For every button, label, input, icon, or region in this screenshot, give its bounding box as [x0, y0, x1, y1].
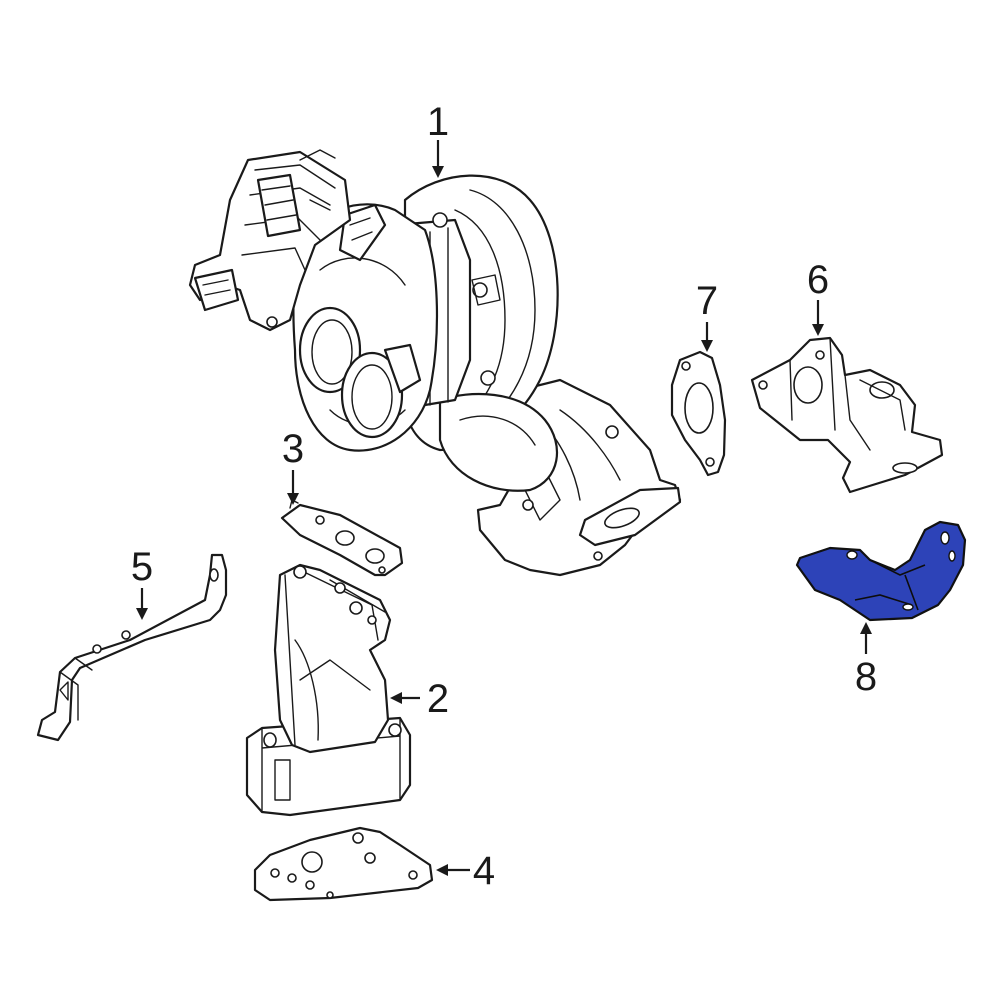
callout-8: 8 [855, 655, 877, 699]
callout-labels: 1 2 3 4 5 6 7 8 [131, 100, 877, 893]
callout-7: 7 [696, 279, 718, 323]
callout-3: 3 [282, 427, 304, 471]
callout-4: 4 [473, 849, 495, 893]
part-6-exhaust-elbow[interactable] [750, 336, 944, 494]
callout-2: 2 [427, 677, 449, 721]
part-1-turbocharger[interactable] [188, 149, 682, 577]
part-7-gasket[interactable] [670, 350, 727, 477]
callout-5: 5 [131, 545, 153, 589]
callout-leaders [136, 140, 872, 876]
part-5-support-bracket[interactable] [36, 553, 228, 742]
part-4-gasket[interactable] [253, 826, 434, 902]
callout-1: 1 [427, 100, 449, 144]
part-2-mounting-bracket[interactable] [245, 563, 412, 817]
part-8-bracket-highlighted[interactable] [795, 520, 967, 622]
part-3-gasket[interactable] [280, 499, 404, 577]
callout-6: 6 [807, 258, 829, 302]
